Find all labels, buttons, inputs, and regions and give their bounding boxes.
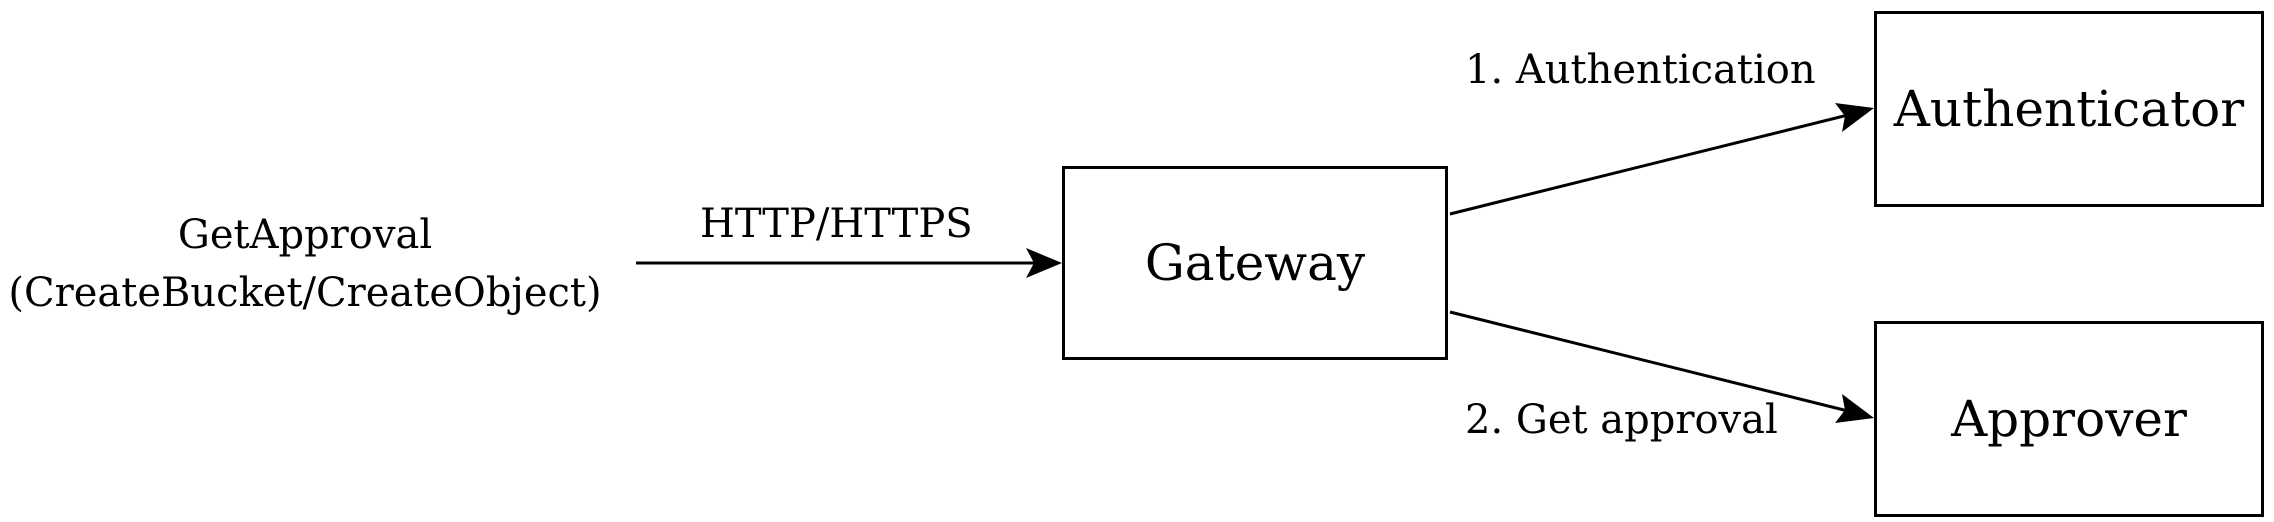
gateway-node: Gateway bbox=[1062, 166, 1448, 360]
client-request-label-line1: GetApproval bbox=[177, 212, 433, 258]
authenticator-node-label: Authenticator bbox=[1893, 80, 2245, 138]
authenticator-node: Authenticator bbox=[1874, 11, 2264, 207]
arrow-client-to-gateway bbox=[636, 248, 1062, 278]
arrow-gateway-to-approver bbox=[1449, 310, 1874, 423]
approver-node: Approver bbox=[1874, 321, 2264, 517]
client-request-label-line2: (CreateBucket/CreateObject) bbox=[8, 270, 602, 316]
approver-node-label: Approver bbox=[1951, 390, 2187, 448]
arrow-gateway-to-authenticator bbox=[1449, 103, 1874, 216]
client-request-label: GetApproval (CreateBucket/CreateObject) bbox=[0, 206, 610, 322]
edge-label-authentication: 1. Authentication bbox=[1465, 47, 1816, 93]
edge-label-http-https: HTTP/HTTPS bbox=[700, 201, 973, 247]
gateway-node-label: Gateway bbox=[1144, 234, 1366, 292]
edge-label-get-approval: 2. Get approval bbox=[1465, 397, 1778, 443]
